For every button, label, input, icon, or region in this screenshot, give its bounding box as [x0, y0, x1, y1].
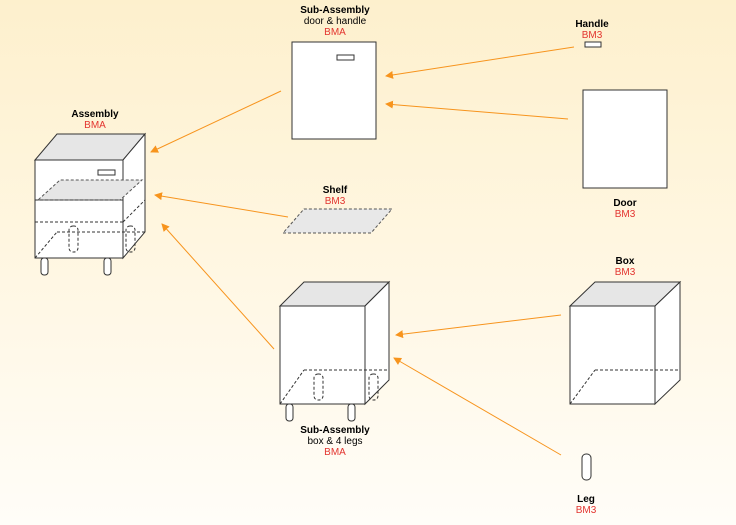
handle-label: Handle BM3: [522, 19, 662, 41]
arrow-box-to-sub-box[interactable]: [395, 314, 562, 339]
sub-box-title: Sub-Assembly: [300, 425, 370, 436]
arrow-door-to-sub-door[interactable]: [385, 100, 569, 120]
door-title: Door: [613, 198, 637, 209]
shelf-title: Shelf: [322, 185, 348, 196]
sub-box-label: Sub-Assembly box & 4 legs BMA: [265, 425, 405, 458]
assembly-label: Assembly BMA: [25, 109, 165, 131]
leg-label: Leg BM3: [516, 494, 656, 516]
door-shape[interactable]: [582, 89, 668, 189]
box-title: Box: [615, 256, 635, 267]
leg-title: Leg: [577, 494, 595, 505]
box-label: Box BM3: [555, 256, 695, 278]
leg-shape[interactable]: [581, 453, 592, 481]
box-code: BM3: [614, 267, 636, 278]
assembly-shape[interactable]: [33, 132, 147, 276]
sub-door-code: BMA: [324, 27, 346, 38]
shelf-shape[interactable]: [281, 208, 394, 234]
arrow-leg-to-sub-box[interactable]: [393, 357, 562, 456]
door-code: BM3: [614, 209, 636, 220]
handle-shape[interactable]: [584, 41, 602, 48]
arrow-handle-to-sub-door[interactable]: [385, 46, 575, 79]
handle-code: BM3: [581, 30, 603, 41]
box-shape[interactable]: [568, 280, 682, 406]
sub-door-shape[interactable]: [291, 41, 377, 140]
leg-code: BM3: [575, 505, 597, 516]
sub-door-title: Sub-Assembly: [300, 5, 370, 16]
arrow-sub-door-to-assembly[interactable]: [150, 90, 282, 153]
arrow-shelf-to-assembly[interactable]: [154, 192, 289, 218]
arrows: [150, 46, 575, 456]
sub-box-code: BMA: [324, 447, 346, 458]
sub-box-subtitle: box & 4 legs: [307, 436, 363, 447]
sub-door-label: Sub-Assembly door & handle BMA: [265, 5, 405, 38]
handle-title: Handle: [575, 19, 609, 30]
sub-door-subtitle: door & handle: [303, 16, 367, 27]
door-label: Door BM3: [555, 198, 695, 220]
arrow-sub-box-to-assembly[interactable]: [161, 223, 275, 350]
assembly-title: Assembly: [71, 109, 119, 120]
sub-box-shape[interactable]: [278, 280, 391, 422]
shelf-label: Shelf BM3: [265, 185, 405, 207]
shelf-code: BM3: [324, 196, 346, 207]
assembly-code: BMA: [84, 120, 106, 131]
